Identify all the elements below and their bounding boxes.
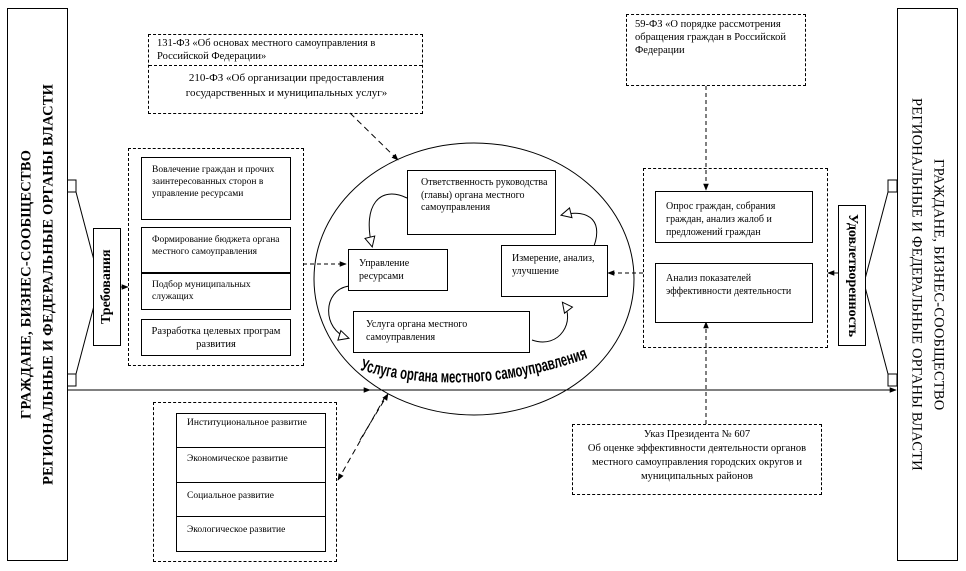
cycle-arrow-2: [328, 285, 349, 338]
requirement-item: Формирование бюджета органа местного сам…: [141, 227, 291, 273]
satisfaction-item: Опрос граждан, собрания граждан, анализ …: [655, 191, 813, 243]
requirements-group: Вовлечение граждан и прочих заинтересова…: [128, 148, 304, 366]
law-210: 210-ФЗ «Об организации предоставления го…: [185, 72, 388, 99]
decree-text: Указ Президента № 607 Об оценке эффектив…: [577, 428, 817, 484]
law-59-box: 59-ФЗ «О порядке рассмотрения обращения …: [626, 14, 806, 86]
development-item: Экономическое развитие: [177, 448, 325, 483]
requirement-item: Подбор муниципальных служащих: [141, 273, 291, 310]
resources-box: Управление ресурсами: [348, 249, 448, 291]
satisfaction-item: Анализ показателей эффективности деятель…: [655, 263, 813, 323]
decree-title: Указ Президента № 607: [643, 429, 751, 440]
requirement-item: Вовлечение граждан и прочих заинтересова…: [141, 157, 291, 220]
satisfaction-group: Опрос граждан, собрания граждан, анализ …: [643, 168, 828, 348]
right-chevron: [863, 179, 897, 387]
development-item: Социальное развитие: [177, 483, 325, 517]
right-stakeholders-line1: ГРАЖДАНЕ, БИЗНЕС-СООБЩЕСТВО: [930, 158, 947, 411]
left-stakeholders-panel: ГРАЖДАНЕ, БИЗНЕС-СООБЩЕСТВО РЕГИОНАЛЬНЫЕ…: [7, 8, 68, 561]
development-item: Институциональное развитие: [177, 414, 325, 448]
law-59: 59-ФЗ «О порядке рассмотрения обращения …: [635, 19, 786, 56]
cycle-arrow-3: [531, 303, 568, 343]
responsibility-box: Ответственность руководства (главы) орга…: [407, 170, 556, 235]
requirements-label: Требования: [93, 228, 121, 346]
decree-description: Об оценке эффективности деятельности орг…: [587, 443, 807, 482]
federal-laws-box: 131-ФЗ «Об основах местного самоуправлен…: [148, 34, 423, 114]
cycle-arrow-1: [369, 193, 408, 246]
law-separator: [149, 65, 422, 66]
service-box: Услуга органа местного самоуправления: [353, 311, 530, 353]
law-131: 131-ФЗ «Об основах местного самоуправлен…: [157, 38, 376, 62]
development-item: Экологическое развитие: [187, 525, 286, 535]
left-stakeholders-line2: РЕГИОНАЛЬНЫЕ И ФЕДЕРАЛЬНЫЕ ОРГАНЫ ВЛАСТИ: [40, 83, 57, 486]
right-stakeholders-panel: ГРАЖДАНЕ, БИЗНЕС-СООБЩЕСТВО РЕГИОНАЛЬНЫЕ…: [897, 8, 958, 561]
measurement-box: Измерение, анализ, улучшение: [501, 245, 608, 297]
requirement-item: Разработка целевых програм развития: [141, 319, 291, 356]
right-stakeholders-line2: РЕГИОНАЛЬНЫЕ И ФЕДЕРАЛЬНЫЕ ОРГАНЫ ВЛАСТИ: [908, 98, 925, 471]
left-stakeholders-line1: ГРАЖДАНЕ, БИЗНЕС-СООБЩЕСТВО: [18, 149, 35, 420]
development-list: Институциональное развитие Экономическое…: [176, 413, 326, 552]
development-group: Институциональное развитие Экономическое…: [153, 402, 337, 562]
decree-box: Указ Президента № 607 Об оценке эффектив…: [572, 424, 822, 495]
satisfaction-label: Удовлетворенность: [838, 205, 866, 346]
